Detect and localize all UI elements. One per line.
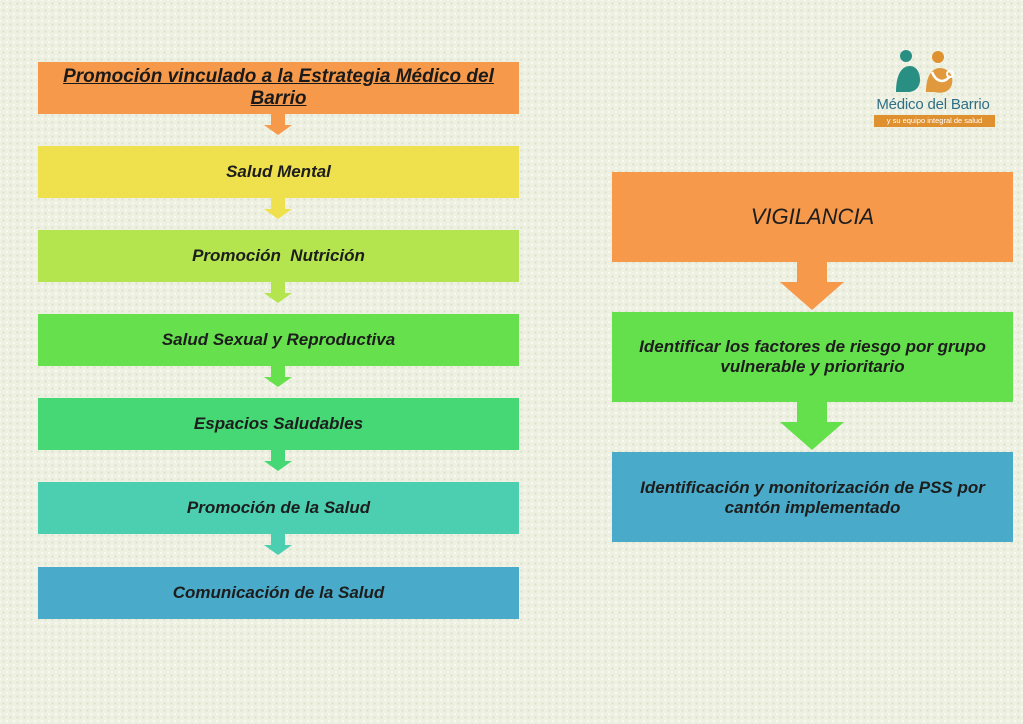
step-label: Identificación y monitorización de PSS p… xyxy=(640,478,985,517)
step-label: Salud Mental xyxy=(226,162,331,182)
step-promocion-nutricion: Promoción Nutrición xyxy=(38,230,519,282)
step-promocion-salud: Promoción de la Salud xyxy=(38,482,519,534)
step-label: Promoción Nutrición xyxy=(192,246,365,266)
step-label: Promoción vinculado a la Estrategia Médi… xyxy=(63,66,494,109)
step-label: Comunicación de la Salud xyxy=(172,583,385,603)
step-salud-mental: Salud Mental xyxy=(38,146,519,198)
logo-figures-icon xyxy=(896,50,954,93)
step-espacios-saludables: Espacios Saludables xyxy=(38,398,519,450)
step-label: Espacios Saludables xyxy=(193,414,364,434)
medico-del-barrio-logo: Médico del Barrio y su equipo integral d… xyxy=(866,46,1000,132)
step-vigilancia: VIGILANCIA xyxy=(612,172,1013,262)
step-identificacion-monitorizacion-pss: Identificación y monitorización de PSS p… xyxy=(612,452,1013,542)
step-estrategia-medico-barrio: Promoción vinculado a la Estrategia Médi… xyxy=(38,62,519,114)
step-salud-sexual-reproductiva: Salud Sexual y Reproductiva xyxy=(38,314,519,366)
step-label: Identificar los factores de riesgo por g… xyxy=(639,337,986,376)
step-comunicacion-salud: Comunicación de la Salud xyxy=(38,567,519,619)
step-identificar-factores-riesgo: Identificar los factores de riesgo por g… xyxy=(612,312,1013,402)
step-label: Promoción de la Salud xyxy=(186,498,371,518)
logo-subtitle: y su equipo integral de salud xyxy=(874,115,995,127)
step-label: VIGILANCIA xyxy=(750,204,875,230)
step-label: Salud Sexual y Reproductiva xyxy=(161,330,396,350)
logo-title: Médico del Barrio xyxy=(876,96,990,113)
